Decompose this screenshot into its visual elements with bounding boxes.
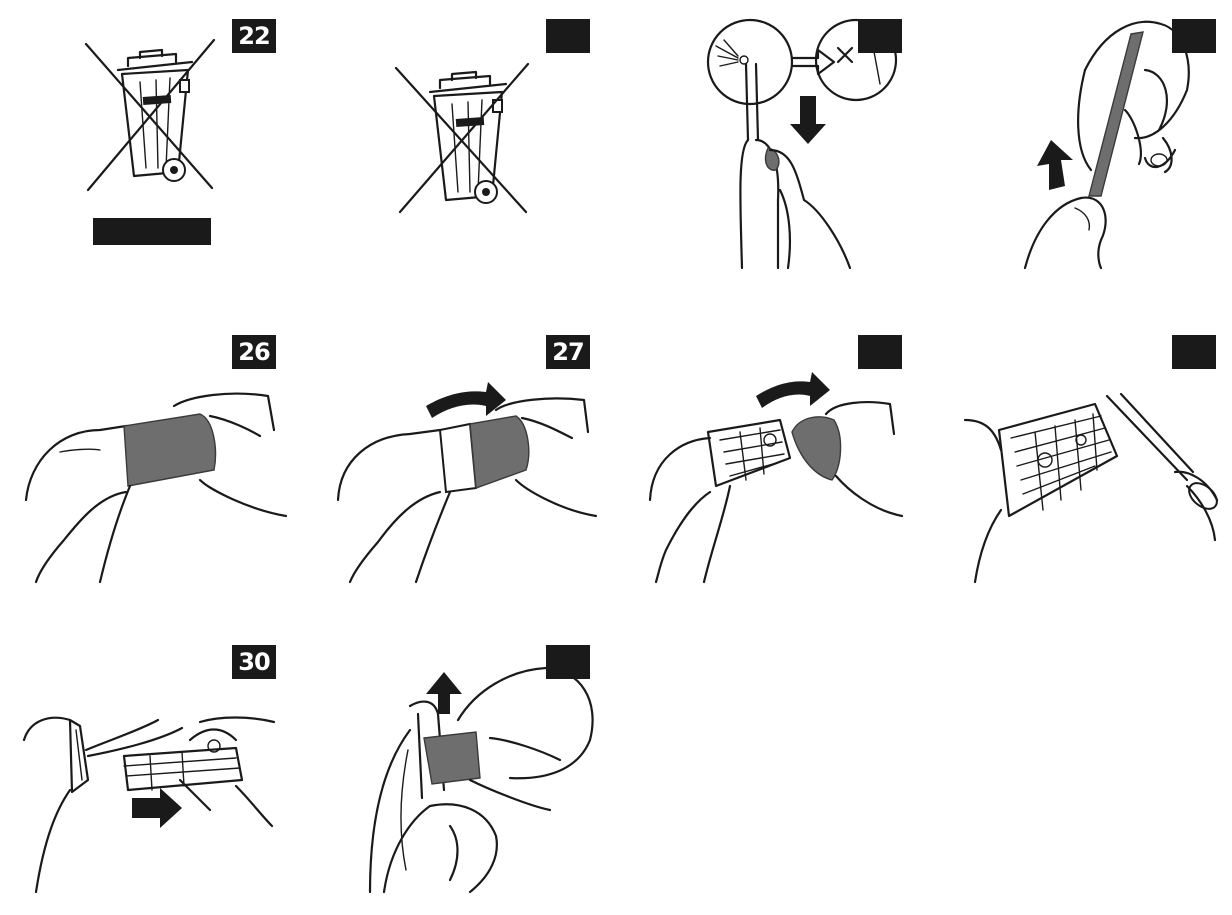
step-badge [546,19,590,53]
spray-check-illustration [706,18,898,270]
scissors-cut-illustration [963,392,1219,584]
step-badge [1172,335,1216,369]
illustration-panel-23 [310,0,610,290]
motor-removal-illustration [22,716,276,894]
step-badge [858,335,902,369]
step-badge: 27 [546,335,590,369]
illustration-panel-25 [925,0,1232,290]
cover-removed-illustration [648,372,904,584]
illustration-panel-28 [620,320,920,590]
step-badge: 22 [232,19,276,53]
illustration-panel-29 [925,320,1232,590]
pull-up-illustration [368,666,594,894]
step-badge: 30 [232,645,276,679]
illustration-panel-24 [620,0,920,290]
crossed-bin-icon [394,62,530,214]
illustration-panel-31 [310,630,610,915]
cover-rotate-illustration [336,382,598,584]
illustration-panel-30: 30 [0,630,300,915]
step-badge: 26 [232,335,276,369]
illustration-panel-22: 22 [0,0,300,290]
cover-hand-illustration [24,392,288,584]
illustration-panel-27: 27 [310,320,610,590]
crossed-bin-icon [84,38,216,245]
hand-stick-illustration [1023,20,1190,270]
illustration-panel-26: 26 [0,320,300,590]
